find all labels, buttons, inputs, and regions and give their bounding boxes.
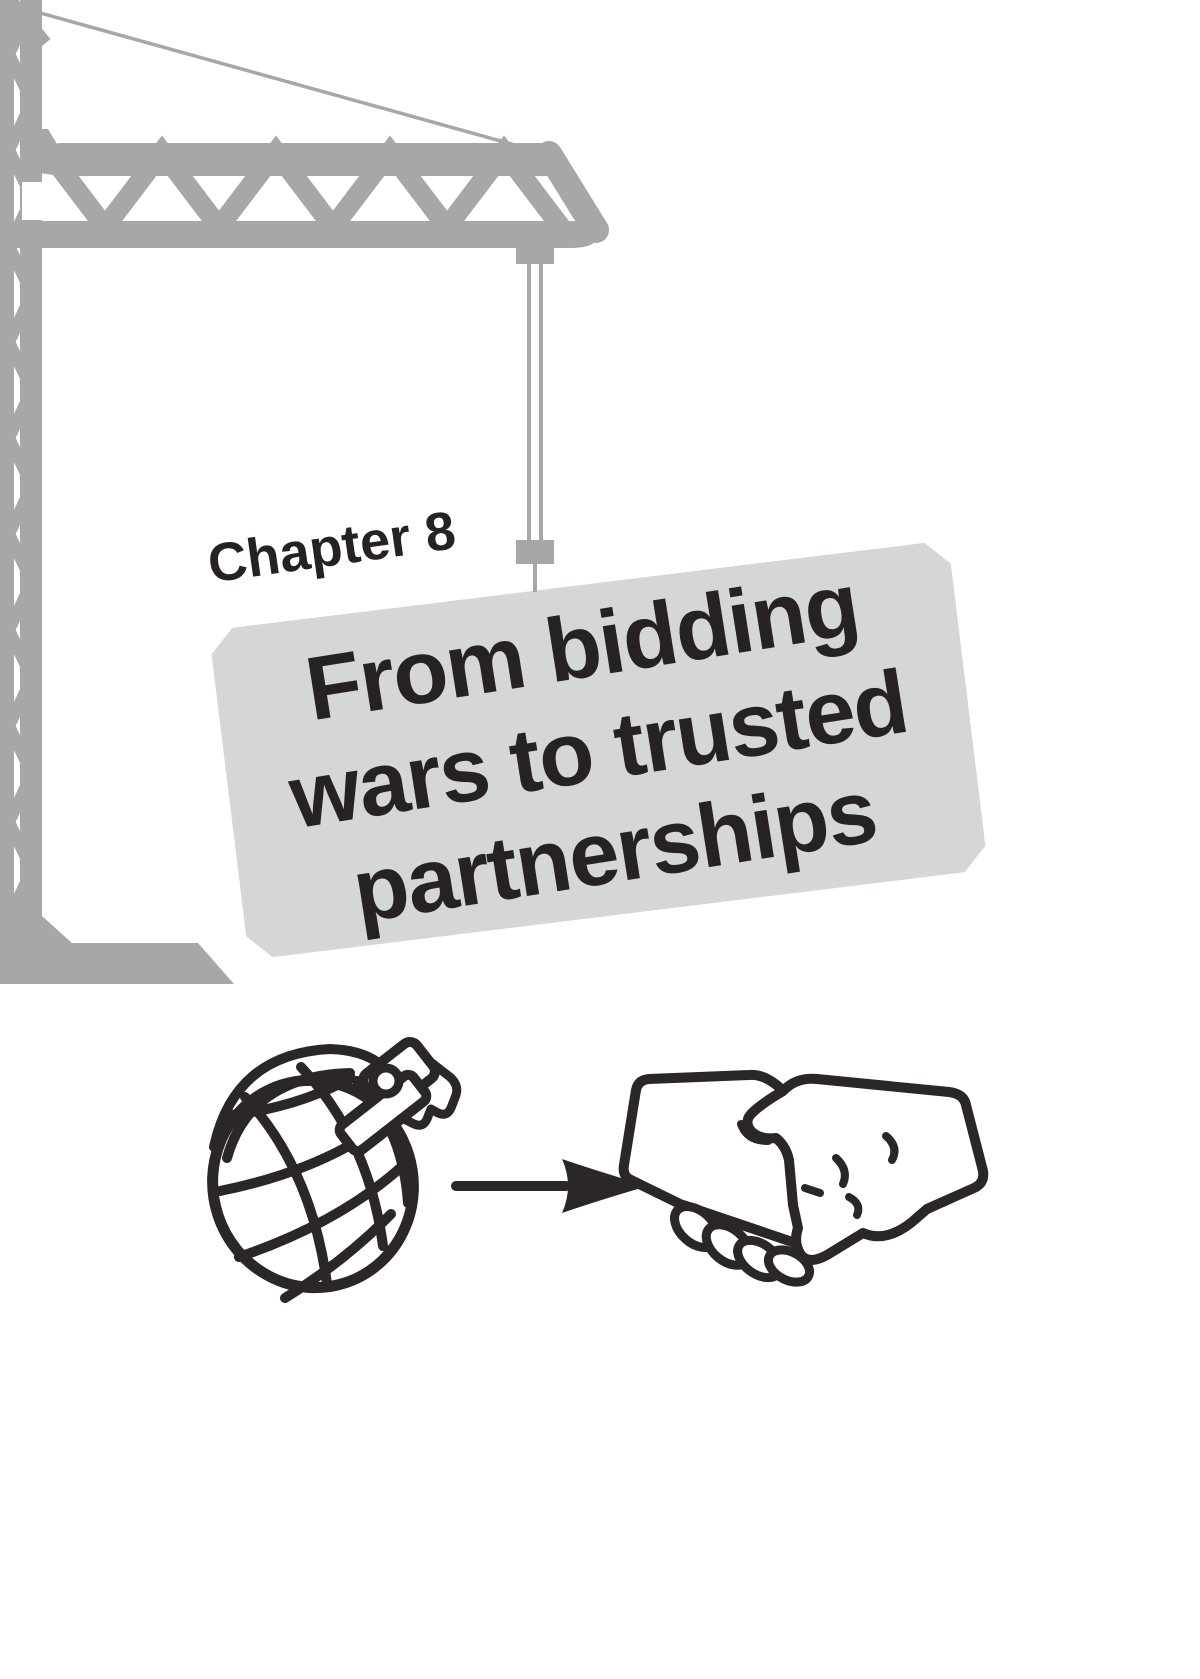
crane-jib-end-diagonal <box>536 141 609 243</box>
arrow-head <box>562 1159 648 1213</box>
grenade-pin-ring <box>368 1063 404 1099</box>
crane-trolley <box>516 246 554 264</box>
crane-tie-line <box>7 2 534 152</box>
handshake-finger-curls <box>670 1201 815 1287</box>
crane-hook-block <box>516 540 554 564</box>
chapter-title-text: From bidding wars to trusted partnership… <box>267 548 931 952</box>
crane-hoist-cable-left <box>527 262 531 544</box>
crane-mast-lattice <box>1 3 39 948</box>
crane-root-window <box>22 182 64 220</box>
grenade-fuze-head <box>358 1036 440 1116</box>
crane-jib-truss <box>40 135 569 244</box>
grenade-shell-arc-inner <box>222 1068 355 1163</box>
crane-base-foot <box>0 884 234 984</box>
crane-mast-right-rail <box>20 0 42 944</box>
grenade-icon <box>207 1036 462 1303</box>
grenade-collar <box>334 1069 432 1157</box>
grenade-lattice <box>215 1062 415 1303</box>
crane-jib-bottom-chord <box>0 221 598 248</box>
handshake-right-arm <box>742 1073 989 1265</box>
crane-apex <box>0 0 51 53</box>
crane-hoist-cable-right <box>539 262 543 544</box>
handshake-creases <box>737 1120 899 1219</box>
crane-mast-left-rail <box>0 0 14 944</box>
crane-joint-bracket <box>20 129 60 149</box>
grenade-body <box>207 1074 419 1294</box>
grenade-lever <box>397 1048 462 1130</box>
grenade-shell-arc-outer <box>209 1044 382 1152</box>
chapter-title-sign: From bidding wars to trusted partnership… <box>209 540 989 960</box>
handshake-left-arm <box>618 1069 850 1255</box>
crane-jib-top-chord <box>20 143 556 176</box>
handshake-icon <box>618 1069 989 1287</box>
arrow-right-icon <box>451 1159 648 1213</box>
chapter-label: Chapter 8 <box>204 500 460 595</box>
crane-hook-stem <box>533 562 537 592</box>
